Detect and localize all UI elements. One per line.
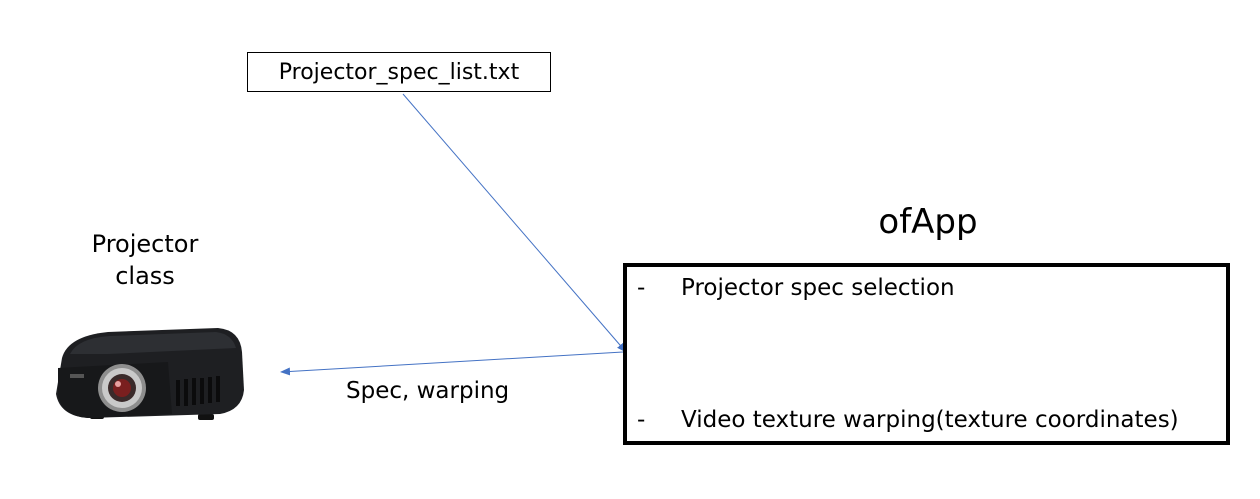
spec-list-file-node: Projector_spec_list.txt (247, 52, 551, 92)
ofapp-item-text: Projector spec selection (681, 275, 955, 301)
ofapp-item-text: Video texture warping(texture coordinate… (681, 407, 1179, 433)
bullet-dash: - (637, 275, 646, 301)
ofapp-item-texture-warping: - Video texture warping(texture coordina… (637, 407, 1179, 433)
ofapp-title: ofApp (878, 202, 978, 242)
spec-warping-edge-label: Spec, warping (346, 378, 510, 404)
ofapp-node: - Projector spec selection - Video textu… (623, 263, 1230, 445)
projector-class-label: Projector class (60, 228, 230, 292)
bullet-dash: - (637, 407, 646, 433)
projector-label-line1: Projector (91, 230, 199, 258)
ofapp-item-spec-selection: - Projector spec selection (637, 275, 955, 301)
projector-label-line2: class (115, 262, 175, 290)
projector-icon (56, 328, 244, 420)
app-to-projector-arrow (280, 351, 624, 376)
spec-list-file-label: Projector_spec_list.txt (278, 59, 520, 85)
file-to-app-arrow (402, 93, 627, 353)
